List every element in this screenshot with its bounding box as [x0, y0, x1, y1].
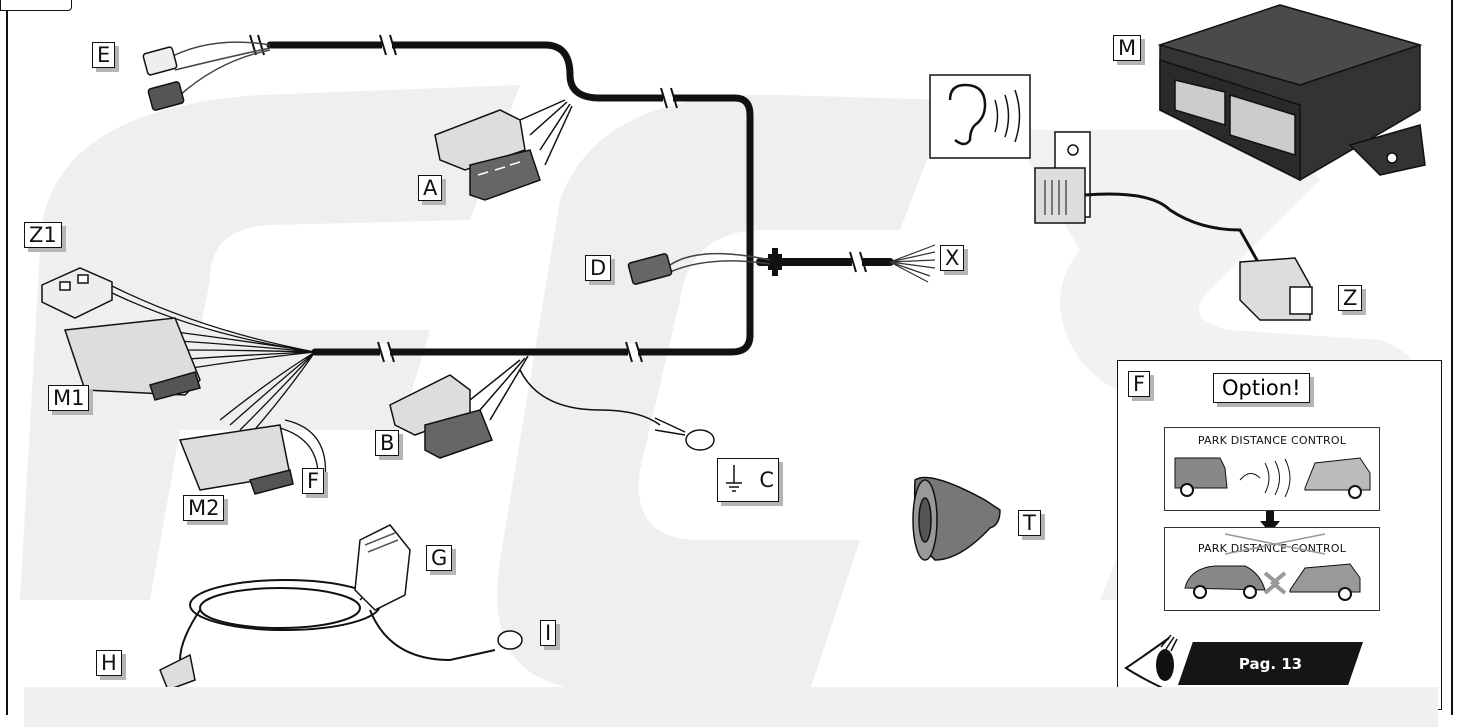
frame-right	[1451, 0, 1453, 715]
bottom-panel	[24, 687, 1438, 727]
connector-m1	[63, 317, 201, 401]
frame-left	[6, 0, 8, 715]
connector-e	[142, 41, 271, 111]
label-m: M	[1113, 35, 1142, 61]
connector-bundle-m1-m2	[109, 284, 327, 481]
control-unit-m	[1157, 4, 1426, 182]
label-t: T	[1018, 510, 1041, 536]
option-box-label: F	[1128, 371, 1151, 397]
arrow-down-icon	[1260, 511, 1280, 533]
pdc-panel-disabled: PARK DISTANCE CONTROL	[1164, 527, 1380, 611]
ground-lead-c	[519, 369, 715, 451]
label-z1: Z1	[24, 222, 62, 248]
grommet-t	[912, 476, 1001, 561]
cable-break-marks	[249, 34, 867, 363]
pdc-panel-enabled: PARK DISTANCE CONTROL	[1164, 427, 1380, 511]
connector-d	[627, 252, 771, 285]
label-m2: M2	[183, 495, 225, 521]
ear-sound-icon	[929, 74, 1031, 159]
label-b: B	[375, 430, 400, 456]
page-tab	[0, 0, 72, 11]
buzzer-unit	[1034, 131, 1313, 321]
label-c-text: C	[759, 468, 774, 492]
connector-a	[434, 99, 573, 201]
option-box: F Option! PARK DISTANCE CONTROL PARK DIS…	[1117, 360, 1442, 710]
label-z: Z	[1338, 285, 1363, 311]
connector-m2	[178, 424, 294, 495]
label-h: H	[96, 650, 122, 676]
label-x: X	[940, 245, 965, 271]
ground-symbol-icon	[726, 465, 742, 492]
label-c: C	[717, 458, 779, 502]
x-wire-ends	[889, 244, 936, 283]
label-f: F	[302, 468, 325, 494]
label-g: G	[426, 545, 453, 571]
page-reference-badge[interactable]: Pag. 13	[1178, 642, 1363, 685]
connector-b	[389, 355, 529, 459]
splice-junction	[768, 248, 782, 276]
label-a: A	[418, 175, 443, 201]
pdc-crossed-icon	[1184, 533, 1361, 601]
connector-z1	[41, 267, 113, 319]
pdc-panel-top-title: PARK DISTANCE CONTROL	[1197, 434, 1347, 447]
pdc-cars-icon	[1174, 457, 1371, 499]
label-e: E	[92, 42, 116, 68]
option-title: Option!	[1213, 373, 1310, 403]
label-i: I	[540, 620, 557, 646]
label-d: D	[585, 255, 612, 281]
label-m1: M1	[48, 385, 90, 411]
eye-icon	[1124, 634, 1178, 692]
connector-g-cable	[159, 524, 523, 691]
